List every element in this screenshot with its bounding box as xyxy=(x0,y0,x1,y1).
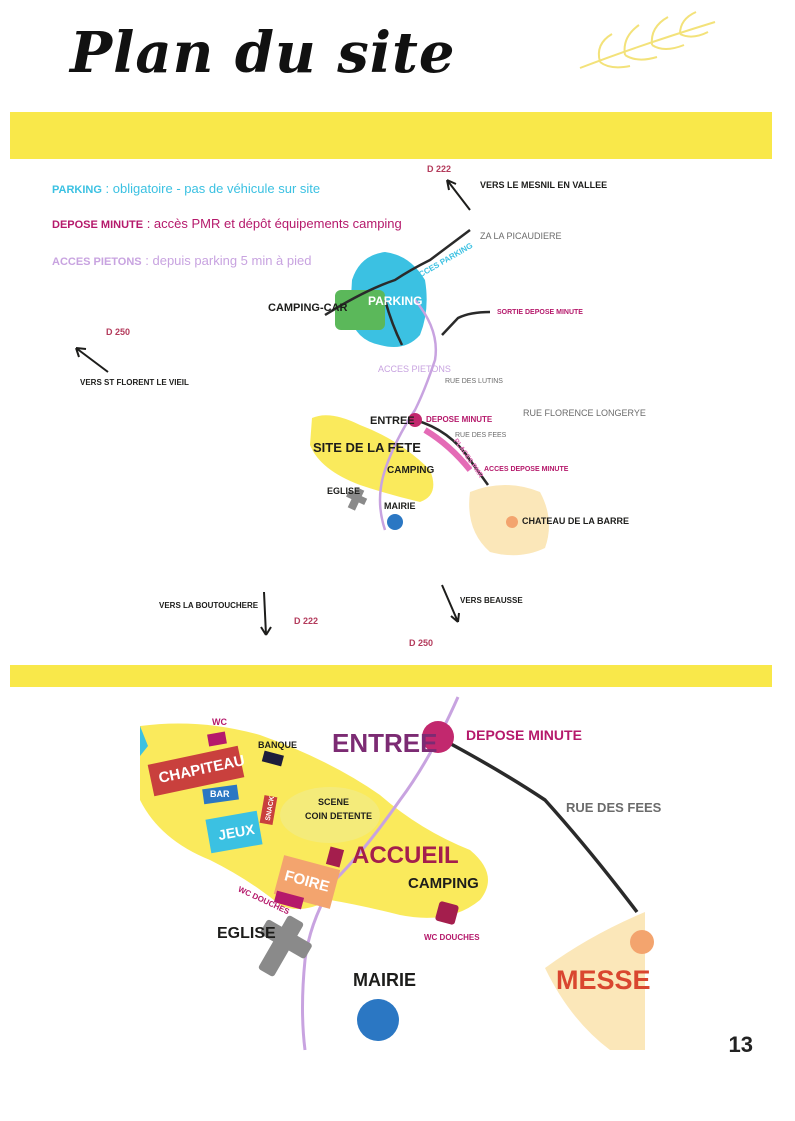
page-number: 13 xyxy=(728,1032,753,1057)
label-rue-fees: RUE DES FEES xyxy=(455,432,507,439)
label-vers-mesnil: VERS LE MESNIL EN VALLEE xyxy=(480,180,608,190)
page-title: Plan du site xyxy=(70,20,456,86)
label-wc-douches-right: WC DOUCHES xyxy=(424,933,480,942)
label-acces-depose: ACCES DEPOSE MINUTE xyxy=(484,466,569,473)
label-wc-top: WC xyxy=(212,717,227,727)
label-banque: BANQUE xyxy=(258,740,298,750)
label-messe: MESSE xyxy=(556,965,651,995)
legend-parking: PARKING : obligatoire - pas de véhicule … xyxy=(52,181,320,196)
label-detail-mairie: MAIRIE xyxy=(353,970,416,990)
label-chateau: CHATEAU DE LA BARRE xyxy=(522,516,629,526)
site-fete-area xyxy=(310,415,434,502)
messe-dot xyxy=(630,930,654,954)
legend-acces-text: : depuis parking 5 min à pied xyxy=(141,253,312,268)
label-detail-rue-fees: RUE DES FEES xyxy=(566,800,662,815)
messe-area xyxy=(545,912,645,1050)
scene-area xyxy=(280,787,380,843)
label-vers-st-florent: VERS ST FLORENT LE VIEIL xyxy=(80,378,189,387)
mairie-dot xyxy=(387,514,403,530)
detail-entree-dot xyxy=(422,721,454,753)
eglise-icon xyxy=(346,487,368,511)
label-detail-entree: ENTREE xyxy=(332,728,438,758)
legend-acces-key: ACCES PIETONS xyxy=(52,256,142,268)
label-mairie-overview: MAIRIE xyxy=(384,501,416,511)
label-za: ZA LA PICAUDIERE xyxy=(480,231,562,241)
label-coin-detente: COIN DETENTE xyxy=(305,811,373,821)
label-entree: ENTREE xyxy=(370,415,415,427)
label-depose-minute: DEPOSE MINUTE xyxy=(426,415,493,424)
label-vers-boutouchere: VERS LA BOUTOUCHERE xyxy=(159,601,259,610)
detail-eglise-icon xyxy=(258,915,312,977)
label-rue-florence: RUE FLORENCE LONGERYE xyxy=(523,408,646,418)
legend-depose-text: : accès PMR et dépôt équipements camping xyxy=(143,216,402,231)
label-parking: PARKING xyxy=(368,294,423,308)
entree-dot xyxy=(408,413,422,427)
jeux-area xyxy=(205,810,263,854)
label-camping-car: CAMPING-CAR xyxy=(268,302,348,314)
label-site-fete: SITE DE LA FETE xyxy=(313,440,421,455)
label-detail-camping: CAMPING xyxy=(408,875,479,892)
label-camping-overview: CAMPING xyxy=(387,465,435,476)
chateau-dot xyxy=(506,516,518,528)
camping-car-area xyxy=(335,290,385,330)
label-bar: BAR xyxy=(210,789,230,799)
label-vers-beausse: VERS BEAUSSE xyxy=(460,596,523,605)
label-detail-eglise: EGLISE xyxy=(217,925,276,942)
road-d250-left: D 250 xyxy=(106,327,131,337)
places-pmr-path xyxy=(423,427,473,472)
legend-depose-key: DEPOSE MINUTE xyxy=(52,219,144,231)
label-scene: SCENE xyxy=(318,797,350,807)
chapiteau-area xyxy=(147,745,245,797)
label-sortie: SORTIE DEPOSE MINUTE xyxy=(497,309,583,316)
label-detail-depose: DEPOSE MINUTE xyxy=(466,727,582,743)
road-d222-bottom: D 222 xyxy=(294,616,319,626)
bar-area xyxy=(202,784,239,805)
detail-mairie-dot xyxy=(357,999,399,1041)
label-acces-pietons: ACCES PIETONS xyxy=(378,364,451,374)
label-accueil: ACCUEIL xyxy=(352,842,459,869)
label-rue-lutins: RUE DES LUTINS xyxy=(445,378,503,385)
road-d250-bottom: D 250 xyxy=(409,638,434,648)
legend-acces: ACCES PIETONS : depuis parking 5 min à p… xyxy=(52,253,311,268)
label-eglise-overview: EGLISE xyxy=(327,486,361,496)
legend-parking-text: : obligatoire - pas de véhicule sur site xyxy=(101,181,321,196)
legend-parking-key: PARKING xyxy=(52,184,102,196)
road-d222-top: D 222 xyxy=(427,164,452,174)
legend-depose: DEPOSE MINUTE : accès PMR et dépôt équip… xyxy=(52,216,402,231)
top-banner xyxy=(10,112,772,159)
divider-banner xyxy=(10,665,772,687)
